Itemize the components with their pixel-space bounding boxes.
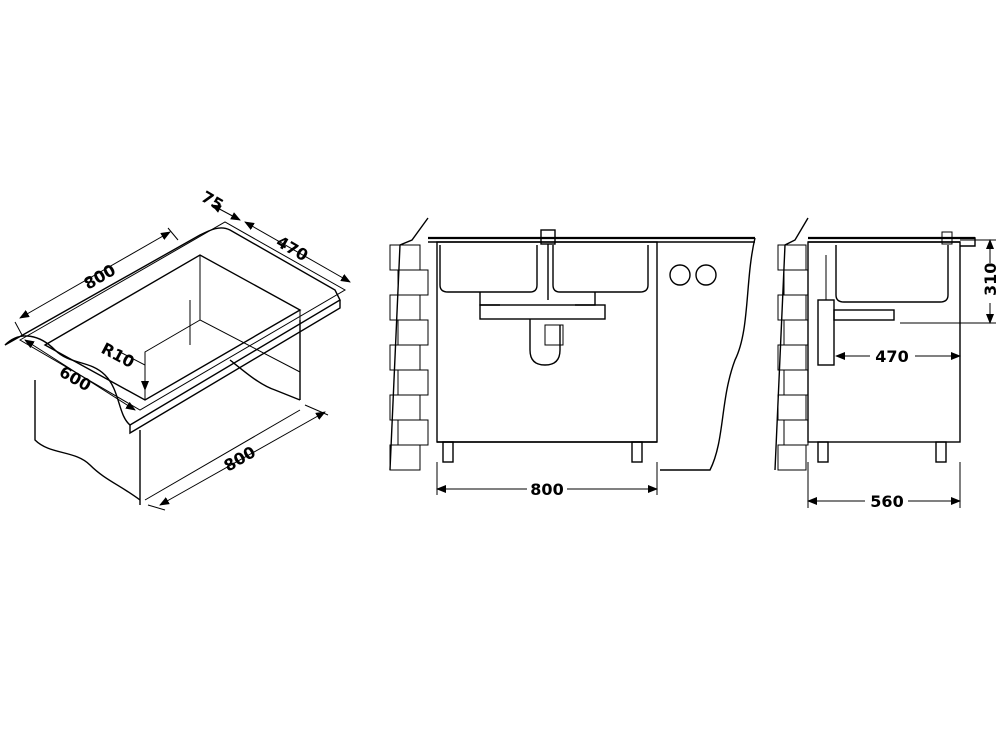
dim-width-label: 800 [81,260,119,293]
front-view: 800 [389,217,756,499]
dim-cabinet-length-label: 800 [221,442,259,475]
side-view: 310 470 560 [774,217,1000,511]
dim-cabinet-width-label: 800 [530,480,563,499]
dim-radius-label: R10 [98,339,137,372]
dim-cutout-label: 600 [56,362,94,395]
dim-height-label: 310 [981,263,1000,296]
dim-cabinet-depth-label: 560 [870,492,903,511]
isometric-view: 800 75 470 R10 600 800 [4,187,351,511]
dim-side-bowl-depth-label: 470 [875,347,908,366]
